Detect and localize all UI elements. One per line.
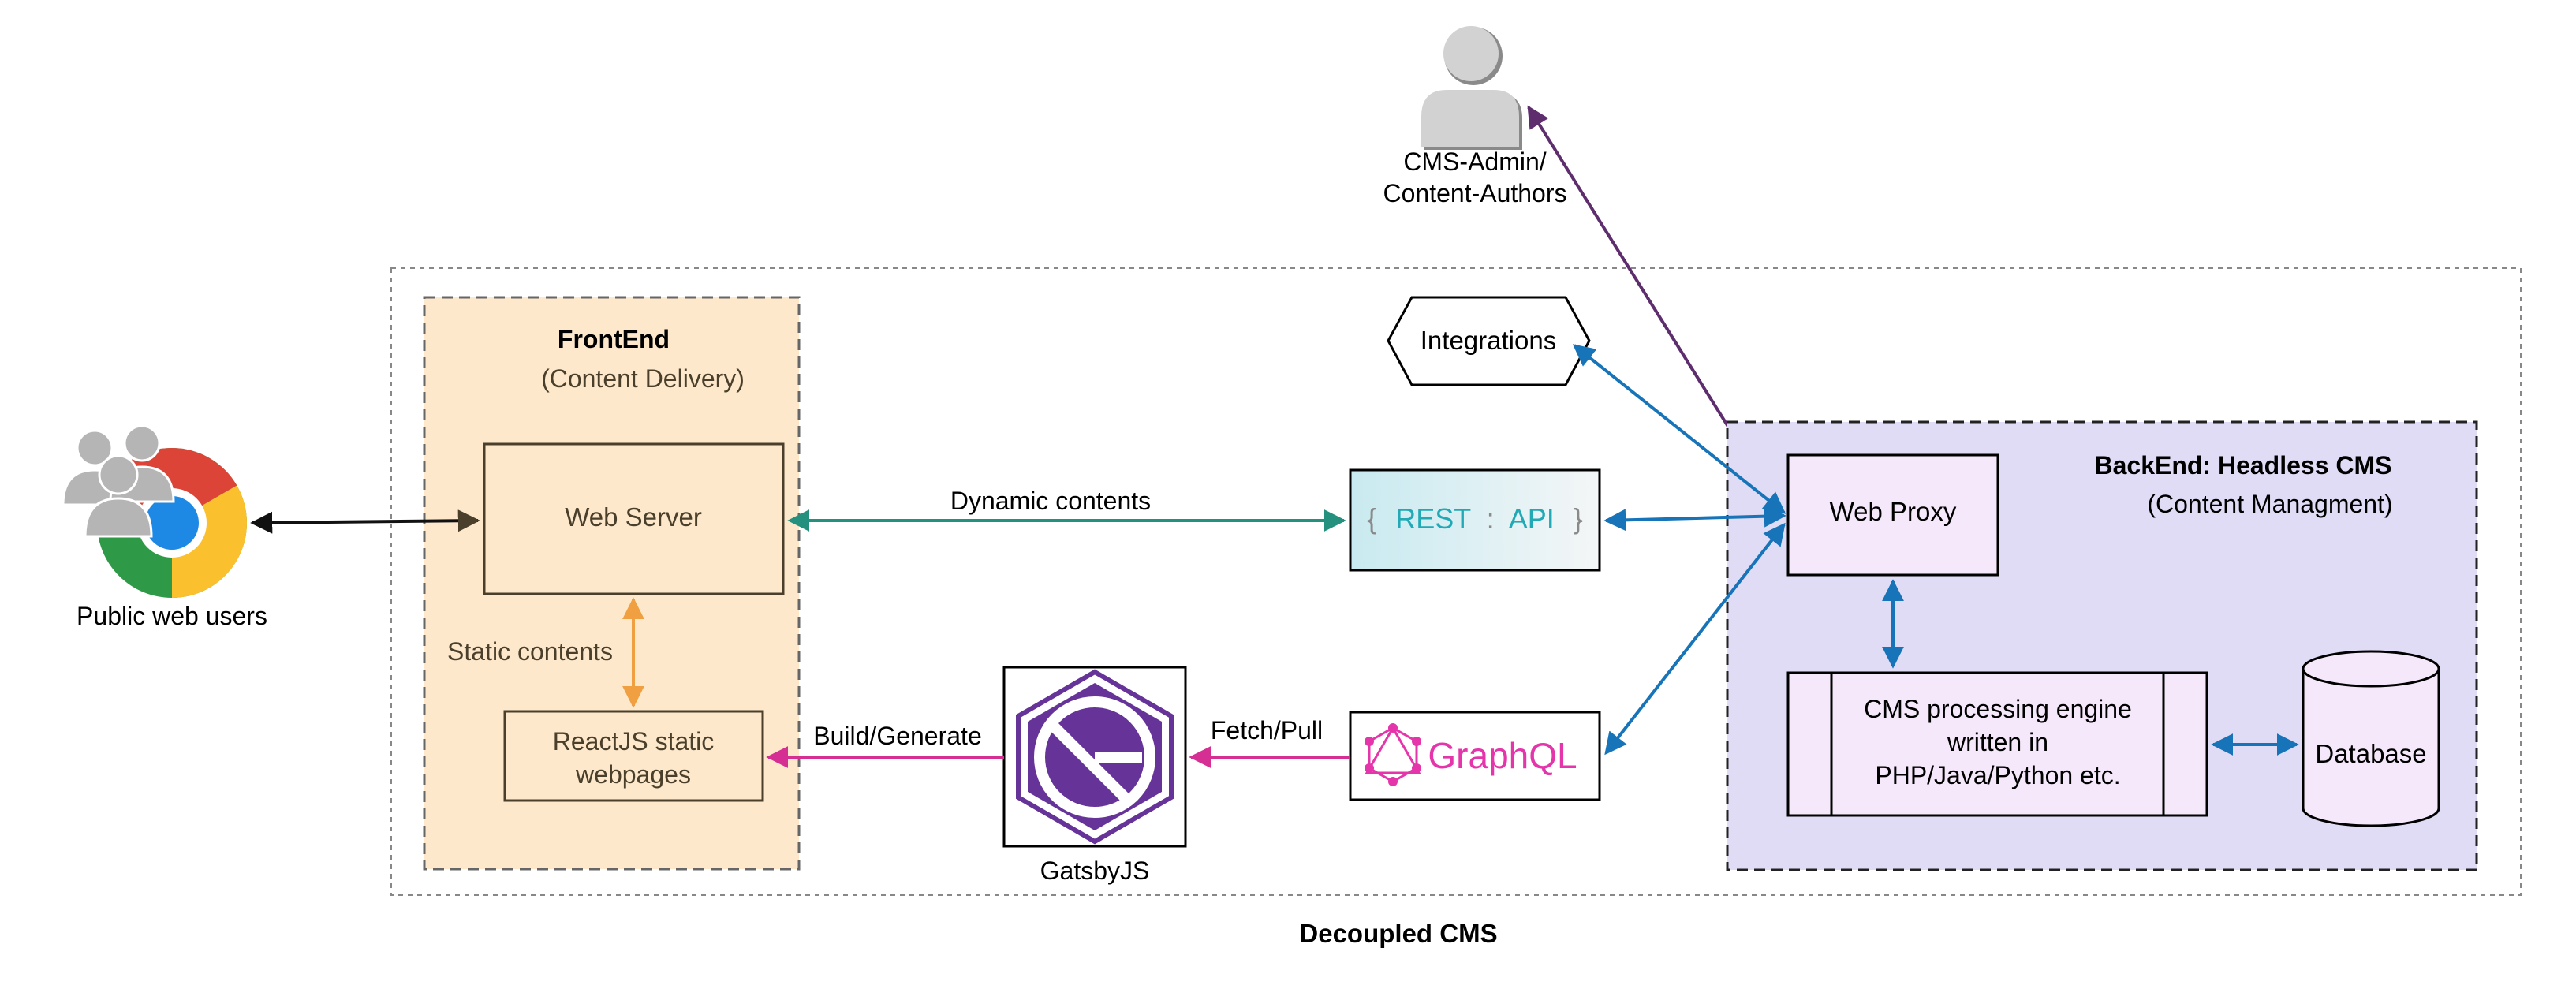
backend-title: BackEnd: Headless CMS xyxy=(2094,451,2391,480)
database-node[interactable]: Database xyxy=(2302,650,2440,827)
gatsby-label: GatsbyJS xyxy=(1040,857,1150,885)
graphql-logo-icon xyxy=(1365,723,1421,786)
rest-api-label: { REST : API } xyxy=(1367,502,1583,535)
people-icon xyxy=(62,424,175,538)
build-generate-label: Build/Generate xyxy=(813,722,981,750)
cms-engine-label-line3: PHP/Java/Python etc. xyxy=(1875,761,2120,789)
decoupled-cms-boundary xyxy=(390,267,2522,896)
integrations-label: Integrations xyxy=(1421,326,1556,355)
frontend-subtitle: (Content Delivery) xyxy=(541,364,745,393)
dynamic-contents-label: Dynamic contents xyxy=(950,487,1151,515)
rest-api-close-brace: } xyxy=(1574,502,1583,535)
users-webserver-arrow xyxy=(250,509,480,534)
cms-admin-node[interactable]: CMS-Admin/ Content-Authors xyxy=(1383,26,1567,207)
rest-api-colon: : xyxy=(1487,502,1495,535)
cms-engine-label-line2: written in xyxy=(1947,728,2048,756)
frontend-title: FrontEnd xyxy=(558,325,670,353)
cms-admin-label-line1: CMS-Admin/ xyxy=(1403,147,1546,176)
backend-subtitle: (Content Managment) xyxy=(2147,490,2392,518)
web-server-label: Web Server xyxy=(565,502,702,532)
rest-api-word-api: API xyxy=(1509,502,1555,535)
integrations-node[interactable]: Integrations xyxy=(1387,296,1591,386)
public-users-label: Public web users xyxy=(77,602,267,630)
graphql-label: GraphQL xyxy=(1428,735,1577,776)
static-contents-label: Static contents xyxy=(447,637,613,666)
fetch-pull-label: Fetch/Pull xyxy=(1211,716,1323,745)
cms-engine-label-line1: CMS processing engine xyxy=(1864,695,2132,723)
restapi-webproxy-arrow xyxy=(1603,505,1786,532)
web-proxy-node[interactable]: Web Proxy xyxy=(1786,453,1999,577)
graphql-node[interactable]: GraphQL xyxy=(1349,711,1601,801)
gatsby-logo-icon xyxy=(1016,669,1174,845)
web-proxy-label: Web Proxy xyxy=(1830,497,1957,526)
person-icon xyxy=(1421,26,1522,150)
gatsby-node[interactable]: GatsbyJS xyxy=(1002,666,1187,885)
public-users-node[interactable]: Public web users xyxy=(62,424,267,630)
cms-engine-node[interactable]: CMS processing engine written in PHP/Jav… xyxy=(1786,671,2208,817)
rest-api-node[interactable]: { REST : API } xyxy=(1349,468,1601,572)
cms-admin-label-line2: Content-Authors xyxy=(1383,179,1566,207)
database-label: Database xyxy=(2315,739,2426,768)
reactjs-label-line2: webpages xyxy=(575,760,691,789)
reactjs-label-line1: ReactJS static xyxy=(553,727,715,756)
reactjs-static-node[interactable]: ReactJS static webpages xyxy=(503,710,764,802)
web-server-node[interactable]: Web Server xyxy=(483,442,785,595)
diagram-caption: Decoupled CMS xyxy=(1299,919,1497,948)
rest-api-open-brace: { xyxy=(1367,502,1376,535)
graphql-webproxy-arrow xyxy=(1604,522,1786,756)
integrations-webproxy-arrow xyxy=(1572,344,1786,514)
rest-api-word-rest: REST xyxy=(1395,502,1471,535)
